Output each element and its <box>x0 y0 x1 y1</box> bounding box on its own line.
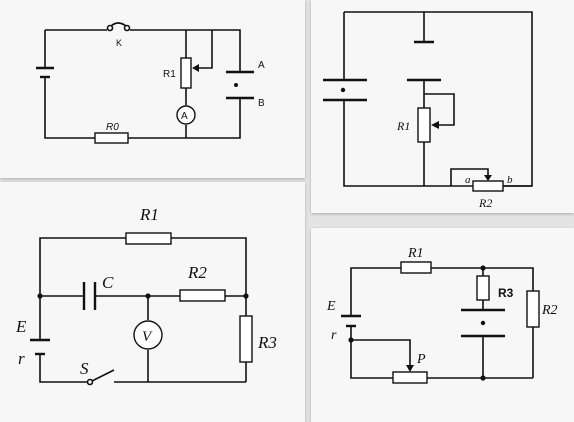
switch-contact <box>86 378 94 386</box>
label-r: r <box>331 328 337 343</box>
label-k: K <box>116 38 122 48</box>
panel-bottom-right: R1 R2 R3 E r P <box>311 228 574 422</box>
voltmeter-symbol: V <box>142 329 153 345</box>
label-e: E <box>326 299 336 314</box>
resistor-r1 <box>400 261 432 274</box>
label-a: a <box>465 174 471 186</box>
rheostat-slider-wire <box>351 339 411 366</box>
label-r1: R1 <box>163 69 176 80</box>
circuit-2: R1 a b R2 <box>323 11 533 210</box>
label-b: B <box>258 98 265 109</box>
slider-wire <box>196 30 213 69</box>
resistor-r1 <box>417 107 431 143</box>
resistor-r2 <box>526 290 540 328</box>
particle-dot <box>340 87 346 93</box>
resistor-r3 <box>239 315 253 363</box>
circuit-4: R1 R2 R3 E r P <box>326 246 558 384</box>
switch-s <box>91 369 115 382</box>
resistor-r0 <box>94 132 129 144</box>
ammeter-symbol: A <box>181 111 188 122</box>
r2-slider-arrow <box>484 175 492 181</box>
particle-dot <box>234 83 238 87</box>
panel-top-right: R1 a b R2 <box>311 0 574 213</box>
resistor-r2 <box>179 289 226 302</box>
resistor-r1 <box>180 57 192 89</box>
label-c: C <box>102 273 114 292</box>
label-r0: R0 <box>106 122 119 133</box>
rheostat <box>392 371 428 384</box>
label-b: b <box>507 174 513 186</box>
label-r: r <box>18 349 25 368</box>
label-r1: R1 <box>139 205 159 224</box>
label-e: E <box>15 317 27 336</box>
label-s: S <box>80 359 89 378</box>
circuit-1: K R1 A A B R0 <box>36 22 265 144</box>
r2-slider-wire <box>450 168 489 186</box>
resistor-r3 <box>476 275 490 301</box>
switch-contact <box>123 24 131 32</box>
rheostat-slider-arrow <box>406 365 414 372</box>
label-r3: R3 <box>257 333 277 352</box>
circuit-3: R1 C R2 V R3 E r <box>15 205 277 386</box>
particle-dot <box>480 320 486 326</box>
slider-arrow <box>192 64 199 72</box>
label-r1: R1 <box>407 246 424 261</box>
ammeter <box>176 105 196 125</box>
resistor-r1 <box>125 232 172 245</box>
voltmeter <box>133 320 163 350</box>
r1-slider-arrow <box>431 121 439 129</box>
label-r1: R1 <box>396 119 410 133</box>
label-r2: R2 <box>187 263 207 282</box>
switch-contact <box>106 24 114 32</box>
panel-bottom-left: R1 C R2 V R3 E r <box>0 182 305 422</box>
label-r3: R3 <box>498 286 514 300</box>
switch-k <box>110 22 127 27</box>
label-r2: R2 <box>541 303 558 318</box>
resistor-r2 <box>472 180 504 192</box>
label-r2: R2 <box>478 196 492 210</box>
label-a: A <box>258 60 265 71</box>
label-p: P <box>416 352 426 367</box>
r1-shunt-wire <box>424 93 455 126</box>
panel-top-left: K R1 A A B R0 <box>0 0 305 178</box>
